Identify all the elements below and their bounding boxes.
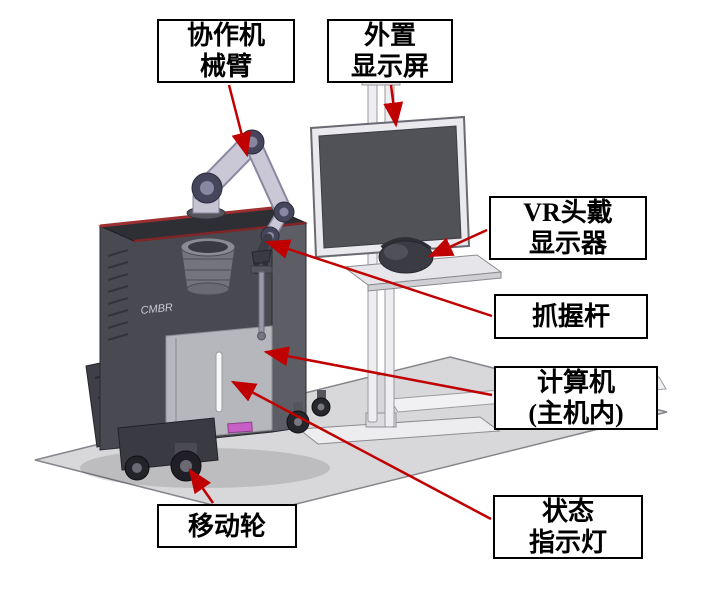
callout-robot-arm: 协作机 械臂 [157,19,295,83]
arrow-external-display [383,84,404,128]
mobile-robot-cart: CMBR [80,129,331,488]
callout-vr-headset: VR头戴 显示器 [489,196,647,260]
callout-status-light: 状态 指示灯 [493,495,643,559]
arrow-mobile-wheel [188,467,215,504]
callout-vr-headset-line2: 显示器 [528,229,607,258]
callout-mobile-wheel-line1: 移动轮 [187,511,266,541]
arm-cradle-bowl [180,237,236,296]
callout-computer-line2: (主机内) [528,399,624,428]
grip-bar [250,265,273,341]
gripper [251,249,272,265]
callout-grip-bar: 抓握杆 [494,294,648,339]
arrow-computer [263,346,493,397]
drive-wheel-unit [117,417,219,482]
monitor-screen [318,125,462,249]
callout-grip-bar-line1: 抓握杆 [531,302,610,331]
arrow-robot-arm [227,84,252,158]
cart-top-red-trim-front [99,206,273,228]
arrow-grip-bar [264,239,493,318]
caster-wheels [286,390,331,434]
callout-mobile-wheel: 移动轮 [157,504,297,548]
callout-robot-arm-line1: 协作机 [186,21,265,50]
arrow-vr-headset [427,228,488,258]
callout-external-display-line1: 外置 [363,21,416,50]
status-indicator-light [215,351,223,413]
callout-external-display: 外置 显示屏 [327,19,453,83]
callout-robot-arm-line2: 械臂 [199,52,252,81]
callout-status-light-line2: 指示灯 [528,528,607,557]
robot-logo-text: CMBR [140,302,174,317]
callout-computer: 计算机 (主机内) [494,366,658,430]
cart-door-panel [165,325,273,441]
vr-headset [378,237,434,274]
cart-vents [107,249,129,341]
cart-sticker [227,421,253,434]
callout-vr-headset-line1: VR头戴 [523,198,613,227]
external-monitor [309,115,471,259]
stand-front-foot [297,416,501,445]
arrow-status-light [230,380,492,521]
callout-computer-line1: 计算机 [536,368,615,397]
callout-status-light-line1: 状态 [541,497,594,526]
callout-external-display-line2: 显示屏 [350,52,429,81]
callout-arrows [188,84,493,521]
